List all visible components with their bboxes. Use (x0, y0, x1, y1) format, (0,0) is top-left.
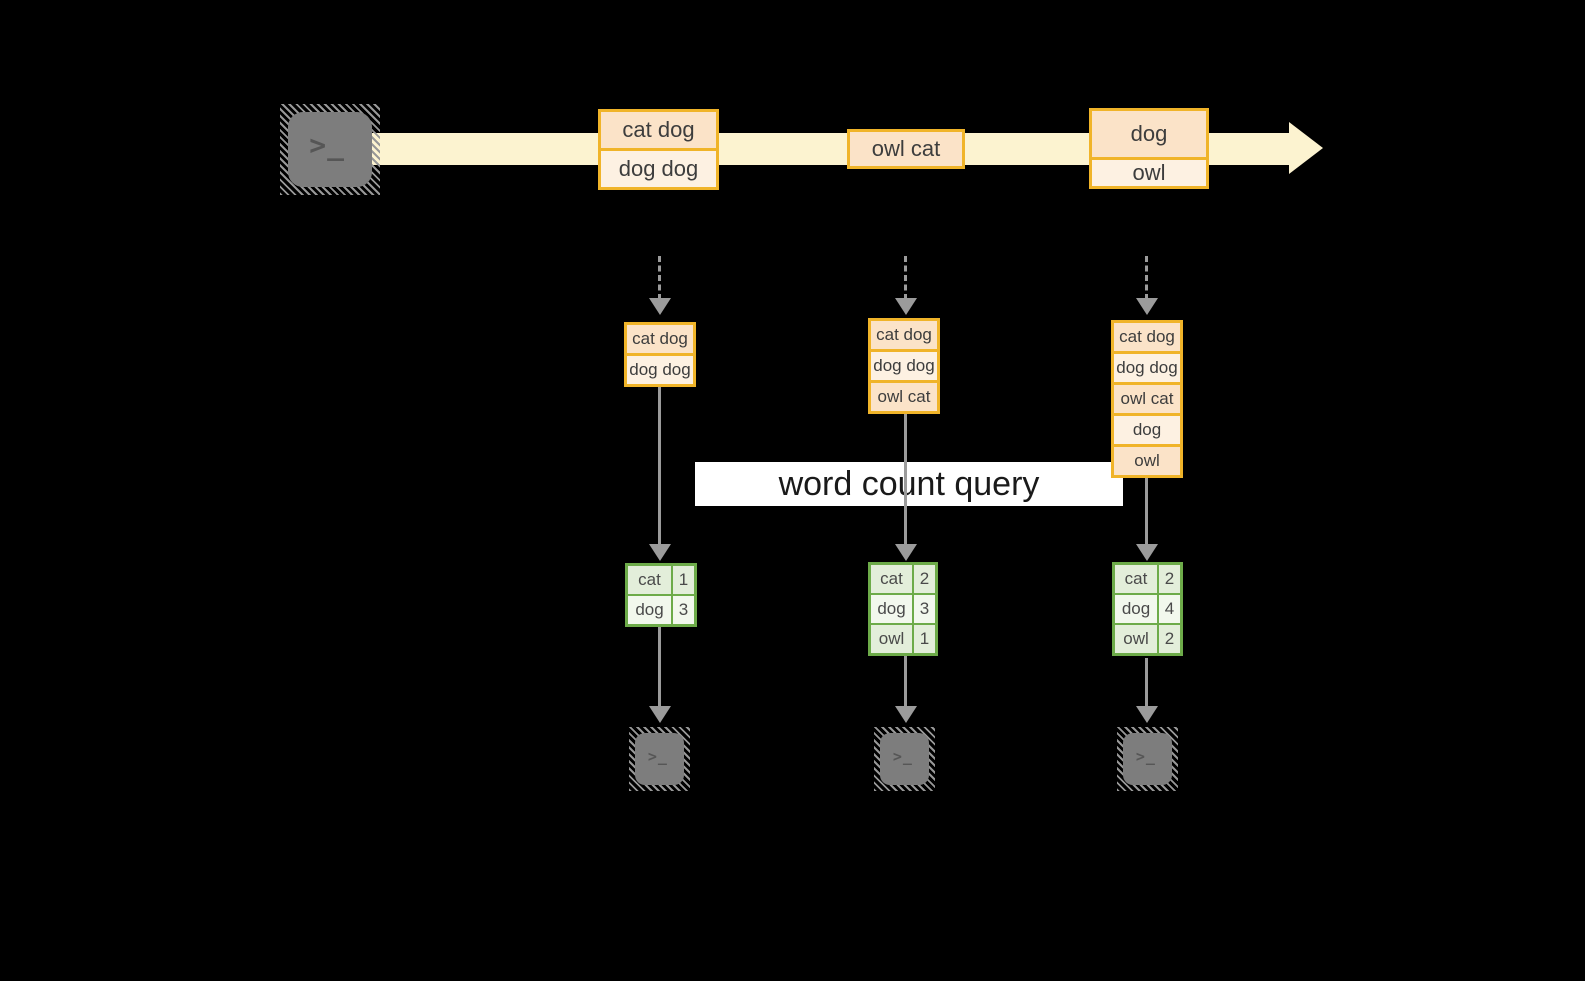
dashed-arrow-line-1 (658, 256, 661, 300)
stream-event-box-3: dog owl (1089, 108, 1209, 189)
arrowhead-icon-2b (895, 706, 917, 723)
window-cell: cat dog (871, 321, 937, 349)
stream-event-box-2: owl cat (847, 129, 965, 169)
result-count: 2 (914, 565, 935, 593)
dashed-arrowhead-icon-2 (895, 298, 917, 315)
terminal-body: >_ (1123, 733, 1172, 785)
flow-line-3b (1145, 658, 1148, 706)
stream-event-box-1: cat dog dog dog (598, 109, 719, 190)
result-count: 4 (1159, 595, 1180, 623)
event-cell: dog dog (601, 151, 716, 187)
result-word: cat (1115, 565, 1157, 593)
terminal-body: >_ (288, 112, 372, 187)
flow-line-2a (904, 414, 907, 544)
dashed-arrowhead-icon-3 (1136, 298, 1158, 315)
event-cell: owl (1092, 160, 1206, 186)
result-table-2: cat 2 dog 3 owl 1 (868, 562, 938, 656)
result-word: cat (628, 566, 671, 594)
arrowhead-icon-2a (895, 544, 917, 561)
stream-band-arrowhead-icon (1289, 122, 1323, 174)
event-cell: owl cat (850, 132, 962, 166)
result-count: 3 (914, 595, 935, 623)
window-stack-3: cat dog dog dog owl cat dog owl (1111, 320, 1183, 478)
flow-line-1b (658, 627, 661, 706)
result-count: 1 (673, 566, 694, 594)
arrowhead-icon-1b (649, 706, 671, 723)
event-cell: cat dog (601, 112, 716, 148)
result-table-1: cat 1 dog 3 (625, 563, 697, 627)
prompt-glyph-icon: >_ (647, 747, 668, 766)
arrowhead-icon-3a (1136, 544, 1158, 561)
window-cell: owl cat (871, 383, 937, 411)
dashed-arrow-line-2 (904, 256, 907, 300)
dashed-arrow-line-3 (1145, 256, 1148, 300)
terminal-sink-icon-3: >_ (1117, 727, 1178, 791)
window-cell: owl cat (1114, 385, 1180, 413)
prompt-glyph-icon: >_ (1135, 747, 1156, 766)
terminal-source-icon: >_ (280, 104, 380, 195)
result-word: cat (871, 565, 912, 593)
query-label: word count query (695, 462, 1123, 506)
flow-line-2b (904, 656, 907, 706)
result-word: dog (628, 596, 671, 624)
dashed-arrowhead-icon-1 (649, 298, 671, 315)
result-word: owl (1115, 625, 1157, 653)
window-cell: cat dog (627, 325, 693, 353)
window-stack-2: cat dog dog dog owl cat (868, 318, 940, 414)
terminal-sink-icon-1: >_ (629, 727, 690, 791)
flow-line-3a (1145, 478, 1148, 544)
result-word: dog (871, 595, 912, 623)
terminal-sink-icon-2: >_ (874, 727, 935, 791)
window-cell: dog dog (627, 356, 693, 384)
result-word: dog (1115, 595, 1157, 623)
terminal-body: >_ (635, 733, 684, 785)
window-cell: dog dog (871, 352, 937, 380)
event-cell: dog (1092, 111, 1206, 157)
prompt-glyph-icon: >_ (892, 747, 913, 766)
flow-line-1a (658, 387, 661, 544)
window-stack-1: cat dog dog dog (624, 322, 696, 387)
window-cell: dog dog (1114, 354, 1180, 382)
result-count: 3 (673, 596, 694, 624)
terminal-body: >_ (880, 733, 929, 785)
window-cell: owl (1114, 447, 1180, 475)
result-table-3: cat 2 dog 4 owl 2 (1112, 562, 1183, 656)
result-count: 2 (1159, 625, 1180, 653)
prompt-glyph-icon: >_ (309, 128, 346, 162)
result-count: 2 (1159, 565, 1180, 593)
arrowhead-icon-1a (649, 544, 671, 561)
window-cell: cat dog (1114, 323, 1180, 351)
result-word: owl (871, 625, 912, 653)
arrowhead-icon-3b (1136, 706, 1158, 723)
result-count: 1 (914, 625, 935, 653)
window-cell: dog (1114, 416, 1180, 444)
